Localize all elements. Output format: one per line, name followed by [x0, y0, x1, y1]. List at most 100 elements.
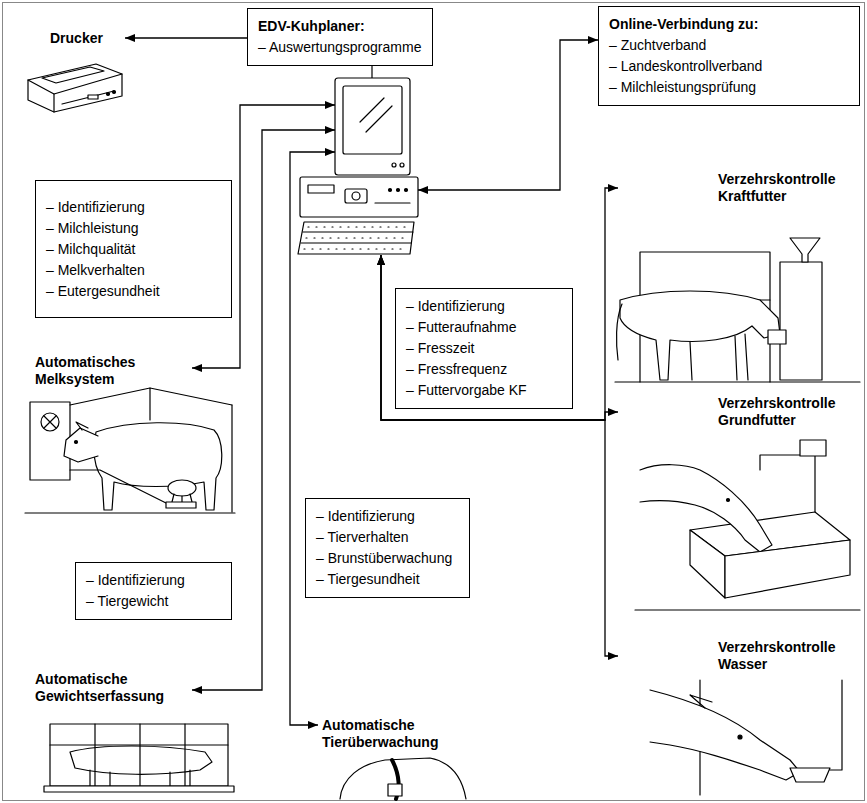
printer-illustration [88, 95, 98, 99]
roughage-trough-illustration [640, 465, 772, 552]
connector [125, 37, 247, 38]
computer-illustration [405, 189, 408, 192]
printer-illustration [62, 91, 114, 104]
data-box: – Identifizierung– Tierverhalten– Brunst… [305, 498, 470, 598]
heading-text: Online-Verbindung zu: [609, 14, 849, 35]
computer-illustration [392, 163, 396, 167]
water-bowl-illustration [830, 680, 842, 770]
milking-robot-illustration [166, 502, 196, 508]
device-label: Automatische Gewichtserfassung [30, 668, 192, 708]
concentrate-feeder-illustration [615, 381, 860, 382]
roughage-trough-illustration [635, 609, 860, 610]
printer-illustration [113, 91, 116, 94]
connection-box: Online-Verbindung zu:– Zuchtverband– Lan… [598, 6, 860, 106]
computer-illustration [366, 106, 392, 132]
printer-illustration [28, 64, 122, 112]
device-label: Verzehrskontrolle Kraftfutter [618, 168, 847, 208]
data-box: – Identifizierung– Milchleistung– Milchq… [35, 180, 232, 318]
heading-text: Verzehrskontrolle Wasser [718, 639, 843, 673]
heading-text: Automatische Tierüberwachung [322, 717, 462, 751]
milking-robot-illustration [64, 428, 98, 462]
drawing [25, 64, 860, 799]
milking-robot-illustration [168, 480, 196, 496]
device-label: Drucker [20, 26, 125, 52]
computer-anchor [300, 78, 418, 255]
device-label: Automatische Tierüberwachung [318, 716, 468, 754]
text-box: EDV-Kuhplaner:– Auswertungsprogramme [247, 8, 433, 66]
milking-robot-illustration [76, 422, 88, 430]
milking-robot-illustration [25, 388, 235, 513]
outer-frame [3, 3, 865, 801]
computer-illustration [335, 78, 410, 175]
computer-illustration [306, 237, 408, 238]
item-text: – Identifizierung [316, 506, 459, 527]
computer-illustration [343, 86, 402, 154]
computer-illustration [397, 189, 400, 192]
heading-text: Verzehrskontrolle Kraftfutter [718, 171, 843, 205]
concentrate-feeder-illustration [615, 238, 860, 382]
heading-text: Automatische Gewichtserfassung [35, 671, 175, 705]
item-text: – Milchleistungsprüfung [609, 77, 849, 98]
milking-robot-illustration [25, 512, 235, 513]
water-bowl-illustration [650, 680, 842, 795]
computer-illustration [352, 192, 360, 200]
roughage-trough-illustration [800, 440, 826, 456]
item-text: – Milchleistung [46, 218, 221, 239]
water-bowl-illustration [790, 768, 830, 782]
device-label: Verzehrskontrolle Wasser [618, 636, 847, 676]
device-label: Automatisches Melksystem [30, 352, 192, 390]
computer-illustration [400, 163, 404, 167]
item-text: – Melkverhalten [46, 260, 221, 281]
milking-robot-illustration [94, 423, 222, 510]
roughage-trough-illustration [725, 540, 850, 598]
computer-illustration [304, 248, 406, 249]
weighing-stall-illustration [50, 724, 228, 786]
item-text: – Zuchtverband [609, 35, 849, 56]
printer-illustration [42, 67, 104, 83]
weighing-stall-illustration [50, 724, 228, 786]
computer-illustration [303, 231, 413, 232]
milking-robot-illustration [149, 388, 150, 420]
animal-monitor-illustration [388, 784, 402, 796]
item-text: – Identifizierung [406, 296, 562, 317]
milking-robot-illustration [70, 470, 166, 503]
milking-robot-illustration [70, 388, 232, 405]
item-text: – Eutergesundheit [46, 281, 221, 302]
weighing-stall-illustration [44, 724, 234, 792]
heading-text: Automatisches Melksystem [35, 354, 175, 388]
concentrate-feeder-illustration [620, 291, 780, 380]
device-label: Verzehrskontrolle Grundfutter [618, 392, 847, 432]
concentrate-feeder-illustration [790, 238, 820, 262]
item-text: – Futteraufnahme [406, 317, 562, 338]
computer-illustration [301, 242, 411, 243]
animal-monitor-illustration [340, 758, 466, 799]
computer-illustration [389, 189, 392, 192]
milking-robot-illustration [30, 402, 70, 480]
heading-text: Drucker [50, 30, 121, 47]
computer-illustration [298, 222, 414, 254]
heading-text: Verzehrskontrolle Grundfutter [718, 395, 843, 429]
data-box: – Identifizierung– Futteraufnahme– Fress… [395, 288, 573, 409]
item-text: – Fressfrequenz [406, 359, 562, 380]
item-text: – Milchqualität [46, 239, 221, 260]
connector [418, 40, 598, 190]
computer-illustration [308, 185, 334, 193]
data-box: – Identifizierung– Tiergewicht [75, 562, 232, 620]
computer-illustration [345, 189, 367, 203]
item-text: – Identifizierung [46, 197, 221, 218]
milking-robot-illustration [231, 405, 232, 512]
connector [290, 152, 335, 725]
milking-robot-illustration [41, 413, 59, 431]
item-text: – Tierverhalten [316, 527, 459, 548]
weighing-stall-illustration [44, 786, 234, 792]
connector [381, 255, 618, 420]
computer-node: EDV-Kuhplaner:– Auswertungsprogramme [247, 8, 437, 258]
animal-monitor-illustration [340, 758, 466, 799]
roughage-trough-illustration [690, 530, 725, 598]
milking-robot-illustration [44, 416, 56, 428]
item-text: – Fresszeit [406, 338, 562, 359]
milking-robot-illustration [75, 441, 78, 444]
concentrate-feeder-illustration [617, 304, 622, 360]
water-bowl-illustration [690, 695, 712, 708]
weighing-stall-illustration [70, 746, 212, 774]
